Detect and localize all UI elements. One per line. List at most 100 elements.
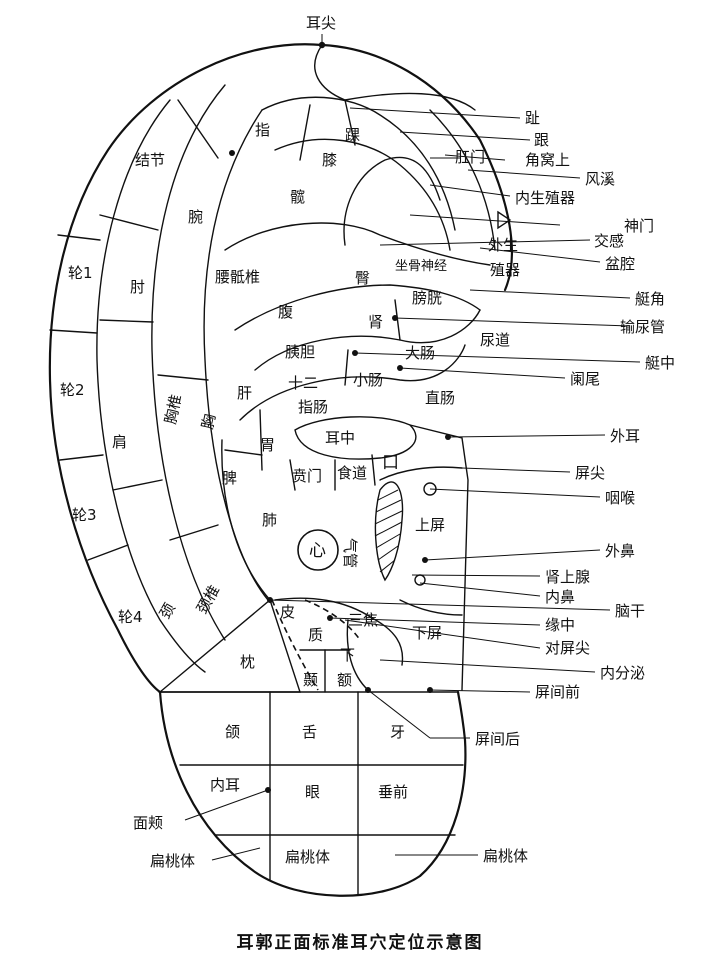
inferior-crus-line bbox=[224, 222, 491, 266]
label-ganmen: 肛门 bbox=[455, 148, 485, 166]
label-waier: 外耳 bbox=[610, 427, 640, 445]
kidney-divider bbox=[394, 299, 401, 341]
esophagus-divider bbox=[371, 454, 376, 486]
label-fei: 肺 bbox=[262, 511, 277, 529]
label-yan: 眼 bbox=[305, 783, 320, 801]
cavum-outline bbox=[221, 439, 271, 601]
label-mianjia: 面颊 bbox=[133, 814, 163, 832]
label-pingjianhou: 屏间后 bbox=[475, 730, 520, 748]
label-benmen: 贲门 bbox=[292, 467, 322, 485]
ear-outline bbox=[48, 43, 513, 897]
label-he: 颌 bbox=[225, 723, 240, 741]
heel-divider bbox=[344, 99, 356, 146]
label-pi-skin: 皮 bbox=[280, 603, 295, 621]
label-shidao: 食道 bbox=[337, 464, 367, 482]
label-fengxi: 风溪 bbox=[585, 170, 615, 188]
label-fu: 腹 bbox=[278, 303, 293, 321]
label-xin: 心 bbox=[309, 541, 326, 561]
label-xiaping: 下屏 bbox=[412, 624, 442, 642]
label-lanwei: 阑尾 bbox=[570, 370, 600, 388]
point-dots bbox=[229, 41, 451, 793]
tragus-lines bbox=[271, 424, 469, 691]
small-intestine-divider bbox=[344, 349, 349, 386]
label-ershuan: 耳尖 bbox=[306, 14, 336, 32]
label-sanjiao: 三焦 bbox=[348, 611, 378, 629]
label-shuniaoguan: 输尿管 bbox=[620, 318, 665, 336]
lower-tragus-line bbox=[399, 599, 463, 616]
label-duipingjian: 对屏尖 bbox=[545, 639, 590, 657]
scapha-divider-c bbox=[112, 479, 163, 491]
label-lun3: 轮3 bbox=[72, 506, 97, 524]
stomach-divider bbox=[259, 409, 263, 471]
spine-divider-b bbox=[169, 524, 219, 541]
lobe-outline bbox=[158, 690, 467, 897]
label-pingjianqian: 屏间前 bbox=[535, 683, 580, 701]
fossa-inner-line bbox=[343, 156, 441, 246]
superior-crus-line-b bbox=[274, 138, 451, 251]
label-zhi-toe: 趾 bbox=[525, 109, 540, 127]
label-lun2: 轮2 bbox=[60, 381, 85, 399]
label-shenmen: 神门 bbox=[624, 217, 654, 235]
label-zhen: 枕 bbox=[240, 653, 255, 671]
antihelix-outer-line bbox=[151, 84, 226, 641]
label-yuanzhong: 缘中 bbox=[545, 616, 575, 634]
label-she: 舌 bbox=[302, 723, 317, 741]
lun-divider-2 bbox=[49, 329, 98, 334]
label-waisheng: 外生 bbox=[488, 236, 518, 254]
tragus-inner-line bbox=[379, 466, 463, 481]
label-wei: 胃 bbox=[260, 436, 275, 454]
label-dachang: 大肠 bbox=[405, 344, 435, 362]
label-yaodizhui: 腰骶椎 bbox=[215, 268, 260, 286]
label-jiaowoshang: 角窝上 bbox=[525, 151, 570, 169]
hatch-lines bbox=[374, 489, 403, 573]
leader-lines bbox=[184, 34, 641, 861]
label-zuogushenjing: 坐骨神经 bbox=[395, 259, 447, 274]
label-jiejie: 结节 bbox=[135, 151, 165, 169]
lobe-labels: 皮 质 三焦 下屏 枕 下 颞 额 颌 舌 牙 内耳 眼 垂前 扁桃体 bbox=[210, 603, 442, 866]
label-zhou: 肘 bbox=[130, 278, 145, 296]
label-e: 额 bbox=[337, 671, 352, 689]
label-zhichang: 指肠 bbox=[298, 398, 328, 416]
label-biantaoti-left: 扁桃体 bbox=[150, 852, 195, 870]
scapha-lines bbox=[49, 84, 269, 673]
lun-divider-4 bbox=[87, 544, 129, 561]
label-neishengzhiqi: 内生殖器 bbox=[515, 189, 575, 207]
label-jian: 肩 bbox=[112, 433, 127, 451]
antitragus-line bbox=[274, 597, 404, 666]
spleen-divider bbox=[224, 449, 263, 456]
tragus-outer-line bbox=[409, 424, 469, 691]
label-neifenmi: 内分泌 bbox=[600, 664, 645, 682]
label-nie: 颞 bbox=[303, 671, 318, 689]
helix-outer-outline bbox=[48, 43, 324, 694]
label-zhi-finger: 指 bbox=[255, 121, 270, 139]
ear-center-ring bbox=[294, 416, 417, 460]
label-pingjian: 屏尖 bbox=[575, 464, 605, 482]
label-kuan: 髋 bbox=[290, 188, 305, 206]
superior-crus-line-a bbox=[261, 96, 456, 231]
cardia-divider-a bbox=[289, 459, 296, 491]
lobe-grid bbox=[158, 598, 464, 896]
label-tingjiao: 艇角 bbox=[635, 290, 665, 308]
lun-divider-1 bbox=[57, 234, 101, 241]
left-labels: 面颊 扁桃体 bbox=[133, 814, 195, 870]
label-niaodao: 尿道 bbox=[480, 331, 510, 349]
label-xiaochang: 小肠 bbox=[353, 371, 383, 389]
label-shenshangxian: 肾上腺 bbox=[545, 568, 590, 586]
antihelix-labels: 腰骶椎 胸椎 胸 颈椎 颈 踝 膝 髋 坐骨神经 外生 殖器 臀 bbox=[156, 126, 520, 622]
label-shen: 肾 bbox=[368, 313, 383, 331]
label-ya: 牙 bbox=[390, 723, 405, 741]
label-xia-under: 下 bbox=[340, 646, 355, 664]
concha-lines bbox=[221, 284, 481, 601]
label-biantaoti-right: 扁桃体 bbox=[483, 847, 528, 865]
crus-helix-lower bbox=[239, 344, 466, 421]
right-labels: 耳尖 趾 跟 肛门 角窝上 风溪 内生殖器 神门 交感 盆腔 艇角 输尿管 艇中… bbox=[306, 14, 675, 865]
scapha-divider-a bbox=[99, 214, 159, 231]
lun-divider-3 bbox=[59, 454, 104, 461]
label-gan: 肝 bbox=[237, 384, 252, 402]
label-huai: 踝 bbox=[345, 126, 360, 144]
label-wan: 腕 bbox=[188, 208, 203, 226]
heart-circle bbox=[297, 529, 339, 571]
helix-inner-line bbox=[314, 44, 476, 111]
label-yidan: 胰胆 bbox=[285, 343, 315, 361]
label-xi: 膝 bbox=[322, 151, 337, 169]
